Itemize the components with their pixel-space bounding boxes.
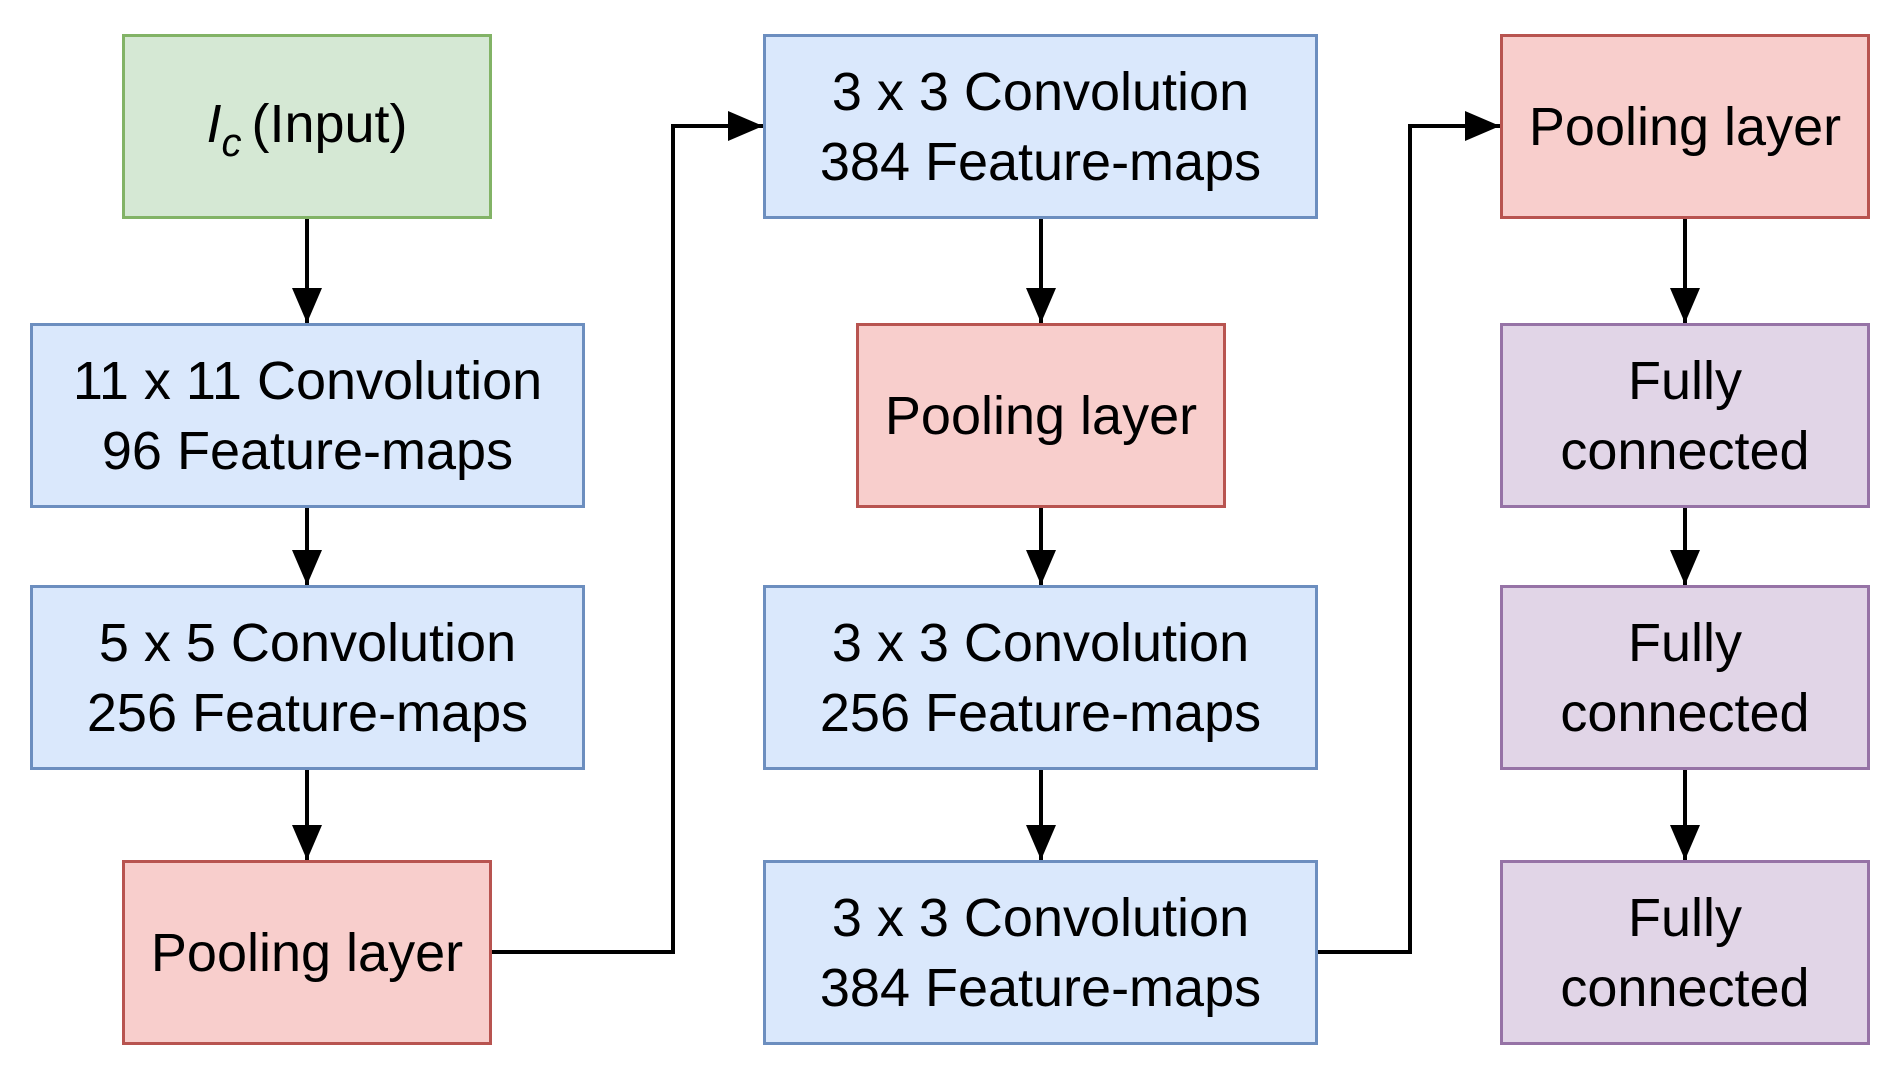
conv5-kernel-label: 3 x 3 Convolution — [831, 887, 1250, 948]
fc3-label-line2: connected — [1560, 957, 1810, 1018]
arrowhead-fc3 — [1670, 825, 1700, 860]
conv4-featuremaps-label: 256 Feature-maps — [819, 682, 1262, 743]
arrowhead-pool1 — [292, 825, 322, 860]
conv4-node: 3 x 3 Convolution 256 Feature-maps — [763, 585, 1318, 770]
conv1-kernel-label: 11 x 11 Convolution — [72, 350, 543, 411]
pool3-node: Pooling layer — [1500, 34, 1870, 219]
input-subscript: c — [221, 121, 242, 165]
pool3-label: Pooling layer — [1528, 96, 1842, 157]
fc1-node: Fully connected — [1500, 323, 1870, 508]
arrowhead-fc1 — [1670, 288, 1700, 323]
arrowhead-fc2 — [1670, 550, 1700, 585]
conv2-featuremaps-label: 256 Feature-maps — [86, 682, 529, 743]
arrow-conv5-to-pool3 — [1318, 124, 1500, 954]
fc2-label-line2: connected — [1560, 682, 1810, 743]
input-text: (Input) — [251, 94, 408, 154]
arrowhead-pool2 — [1026, 288, 1056, 323]
pool1-label: Pooling layer — [150, 922, 464, 983]
conv2-node: 5 x 5 Convolution 256 Feature-maps — [30, 585, 585, 770]
conv4-kernel-label: 3 x 3 Convolution — [831, 612, 1250, 673]
conv3-node: 3 x 3 Convolution 384 Feature-maps — [763, 34, 1318, 219]
arrowhead-pool3 — [1465, 111, 1500, 141]
conv3-featuremaps-label: 384 Feature-maps — [819, 131, 1262, 192]
conv5-featuremaps-label: 384 Feature-maps — [819, 957, 1262, 1018]
fc3-node: Fully connected — [1500, 860, 1870, 1045]
arrowhead-conv2 — [292, 550, 322, 585]
fc1-label-line1: Fully — [1627, 350, 1742, 411]
conv1-node: 11 x 11 Convolution 96 Feature-maps — [30, 323, 585, 508]
arrow-pool1-to-conv3 — [492, 124, 763, 954]
conv2-kernel-label: 5 x 5 Convolution — [98, 612, 517, 673]
pool1-node: Pooling layer — [122, 860, 492, 1045]
conv3-kernel-label: 3 x 3 Convolution — [831, 61, 1250, 122]
input-symbol: I — [206, 94, 222, 154]
pool2-node: Pooling layer — [856, 323, 1226, 508]
fc2-label-line1: Fully — [1627, 612, 1742, 673]
arrowhead-conv1 — [292, 288, 322, 323]
arrowhead-conv5 — [1026, 825, 1056, 860]
conv5-node: 3 x 3 Convolution 384 Feature-maps — [763, 860, 1318, 1045]
arrowhead-conv4 — [1026, 550, 1056, 585]
pool2-label: Pooling layer — [884, 385, 1198, 446]
fc2-node: Fully connected — [1500, 585, 1870, 770]
arrowhead-conv3 — [728, 111, 763, 141]
fc3-label-line1: Fully — [1627, 887, 1742, 948]
fc1-label-line2: connected — [1560, 420, 1810, 481]
conv1-featuremaps-label: 96 Feature-maps — [101, 420, 514, 481]
